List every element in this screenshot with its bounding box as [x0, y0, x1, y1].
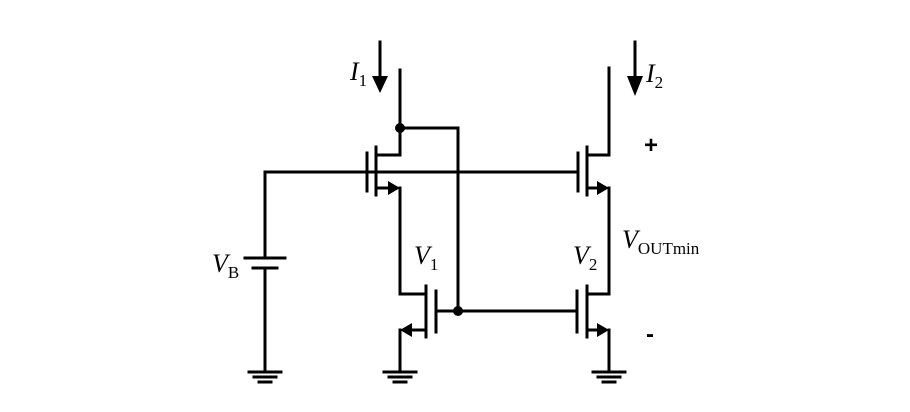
transistor-upper-right: [576, 66, 611, 296]
label-i1: I1: [349, 57, 367, 90]
ground-symbol-middle: [382, 370, 418, 384]
lower-gate-wire: [453, 306, 579, 316]
diode-connection-wire: [395, 123, 460, 313]
transistor-upper-left: [365, 68, 402, 296]
label-vout-min: VOUTmin: [622, 225, 700, 258]
bias-wire: [263, 170, 580, 374]
label-i2: I2: [645, 59, 663, 92]
ground-symbol-right: [591, 370, 627, 384]
transistor-lower-left: [398, 284, 460, 374]
label-minus: -: [646, 321, 654, 348]
battery-vb: [243, 256, 287, 270]
label-vb: VB: [212, 249, 239, 282]
current-arrow-i2: [627, 40, 643, 96]
junction-dot-top: [395, 123, 405, 133]
label-v2: V2: [573, 241, 597, 274]
current-arrow-i1: [372, 40, 388, 93]
label-plus: +: [644, 132, 658, 159]
ground-symbol-left: [247, 370, 283, 384]
junction-dot-bottom: [453, 306, 463, 316]
label-v1: V1: [414, 241, 438, 274]
transistor-lower-right: [575, 284, 611, 374]
